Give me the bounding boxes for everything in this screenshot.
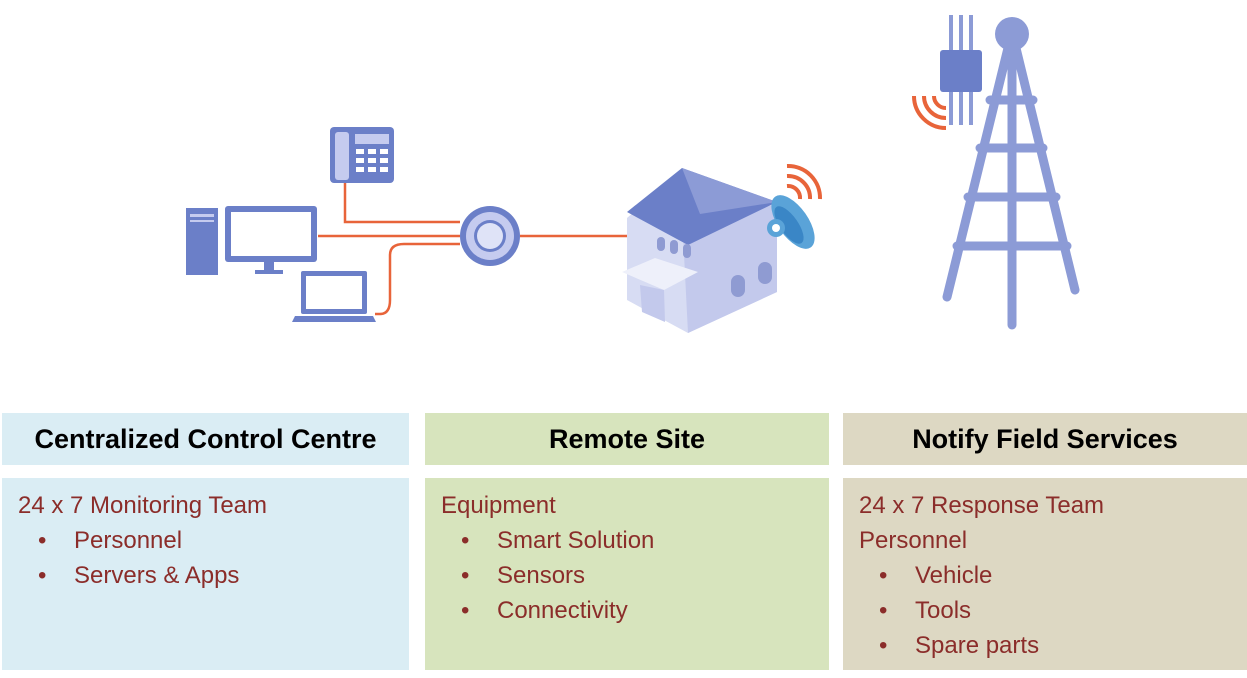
network-hub-icon <box>460 206 520 266</box>
list-item: Personnel <box>18 523 393 558</box>
list-item: Vehicle <box>859 558 1231 593</box>
column-header-control-centre: Centralized Control Centre <box>2 413 409 465</box>
connection-wires <box>318 183 632 316</box>
laptop-icon <box>292 271 376 322</box>
column-title: Centralized Control Centre <box>34 423 377 454</box>
column-header-field-services: Notify Field Services <box>843 413 1247 465</box>
system-illustration <box>186 15 1080 333</box>
column-body-control-centre: 24 x 7 Monitoring Team Personnel Servers… <box>2 478 409 670</box>
list-item: Spare parts <box>859 628 1231 663</box>
column-title: Remote Site <box>548 423 706 454</box>
bullet-list: Vehicle Tools Spare parts <box>859 558 1231 663</box>
column-line: Personnel <box>859 527 968 554</box>
phone-icon <box>330 127 394 183</box>
list-item: Tools <box>859 593 1231 628</box>
column-line: 24 x 7 Response Team <box>859 492 1105 519</box>
bullet-list: Personnel Servers & Apps <box>18 523 393 593</box>
bullet-list: Smart Solution Sensors Connectivity <box>441 523 813 628</box>
column-body-field-services: 24 x 7 Response Team Personnel Vehicle T… <box>843 478 1247 670</box>
building-icon <box>622 168 777 333</box>
column-header-remote-site: Remote Site <box>425 413 829 465</box>
list-item: Servers & Apps <box>18 558 393 593</box>
desktop-computer-icon <box>186 206 317 275</box>
column-title: Notify Field Services <box>912 423 1178 454</box>
satellite-dish-icon <box>767 163 823 249</box>
cell-tower-icon <box>912 15 1080 330</box>
column-line: Equipment <box>441 492 556 519</box>
list-item: Smart Solution <box>441 523 813 558</box>
list-item: Sensors <box>441 558 813 593</box>
column-line: 24 x 7 Monitoring Team <box>18 492 268 519</box>
column-body-remote-site: Equipment Smart Solution Sensors Connect… <box>425 478 829 670</box>
list-item: Connectivity <box>441 593 813 628</box>
